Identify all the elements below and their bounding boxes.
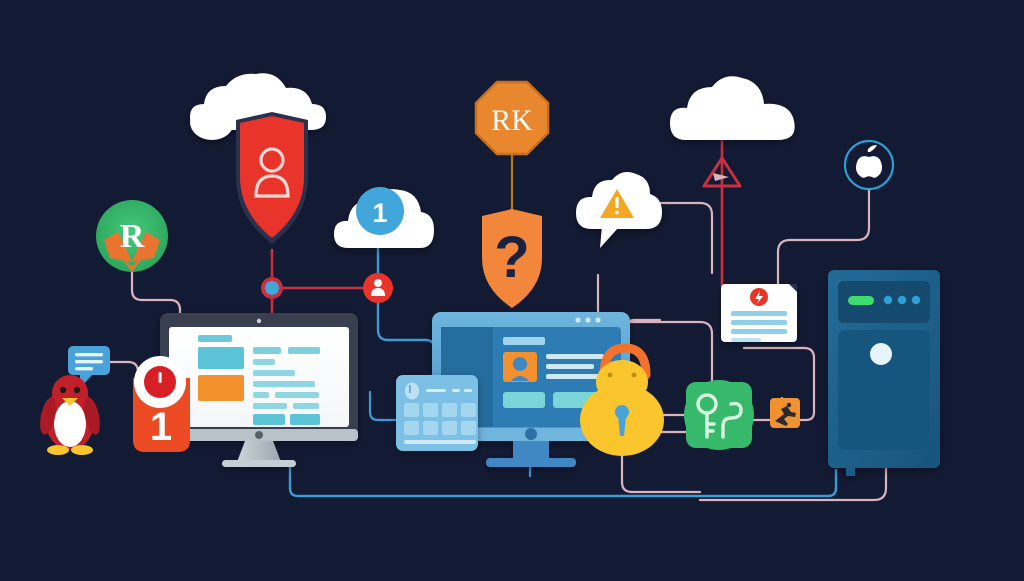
firefox-badge-node[interactable]: R (96, 200, 168, 272)
alert-triangle-marker[interactable] (702, 156, 742, 188)
keypad-device[interactable] (396, 375, 478, 451)
question-shield-body (482, 209, 542, 308)
padlock-keyhole-icon (615, 405, 629, 436)
user-node-person-icon (371, 279, 385, 296)
penguin-wing-left (40, 397, 56, 435)
clock-task-badge[interactable]: 1 (133, 356, 190, 452)
rk-octagon (474, 80, 550, 156)
penguin-eye-right (73, 386, 81, 394)
alert-triangle-outline (702, 156, 742, 188)
left-monitor-content (198, 335, 320, 425)
left-monitor-webcam (256, 318, 262, 324)
server-tower[interactable] (828, 270, 940, 476)
exit-badge-node[interactable] (770, 398, 800, 428)
server-led-1 (883, 295, 893, 305)
hub-node[interactable] (261, 277, 283, 299)
server-power-button (870, 343, 892, 365)
firefox-letter: R (120, 218, 145, 255)
shield-cloud-icon (190, 73, 326, 140)
server-top-panel (838, 281, 930, 323)
counter-badge (356, 187, 404, 235)
left-monitor[interactable] (160, 313, 358, 467)
cloud-shield-node[interactable] (190, 73, 326, 244)
penguin-wing-right (84, 397, 100, 435)
running-person-icon (775, 402, 796, 426)
counter-value: 1 (372, 198, 387, 228)
clock-badge-count: 1 (150, 405, 172, 449)
left-monitor-screen (169, 327, 349, 427)
apple-badge-node[interactable] (843, 139, 895, 191)
penguin-head (52, 375, 88, 411)
penguin-foot-left (47, 445, 69, 455)
padlock-dot-right (631, 372, 637, 378)
server-led-active (848, 296, 874, 305)
warning-bubble-node[interactable] (576, 172, 662, 248)
left-monitor-stand (237, 441, 281, 462)
question-shield-mark: ? (494, 225, 529, 290)
keys-icon (696, 393, 743, 439)
connector-firefox-to-monitor (130, 270, 182, 332)
padlock-shackle (599, 343, 651, 380)
left-monitor-base (222, 460, 296, 467)
left-monitor-power-dot (255, 431, 263, 439)
server-led-3 (911, 295, 921, 305)
keypad-status-light (405, 382, 419, 400)
user-icon (254, 147, 290, 198)
rk-badge-node[interactable]: RK (474, 80, 550, 156)
padlock-node[interactable] (580, 343, 664, 456)
right-monitor-window-dots (575, 317, 601, 323)
firefox-tail-right (132, 232, 160, 262)
connector-padlock-down (620, 453, 702, 494)
keyring-circle (684, 380, 754, 450)
question-shield-node[interactable]: ? (482, 209, 542, 308)
penguin-eye-left (59, 386, 67, 394)
keypad-keys[interactable] (404, 403, 476, 435)
keyring-node[interactable] (684, 380, 754, 450)
penguin-belly (54, 401, 86, 447)
right-monitor-base (486, 458, 576, 467)
server-cable-stub (846, 468, 855, 476)
clock-badge-hand (158, 372, 162, 383)
server-front-panel (838, 330, 930, 450)
right-monitor-stand (513, 441, 549, 461)
public-cloud-shape (670, 76, 795, 140)
penguin-beak (62, 398, 78, 406)
connector-keypad-up (368, 390, 400, 422)
document-card[interactable] (721, 284, 797, 342)
penguin-mascot[interactable] (37, 375, 103, 455)
connector-server-to-bus (698, 466, 888, 502)
server-led-2 (897, 295, 907, 305)
document-alert-bolt-icon (755, 291, 763, 304)
rk-label: RK (491, 104, 533, 137)
connector-apple-to-document (776, 188, 871, 288)
keypad-footer-bar (404, 440, 476, 444)
padlock-dot-left (607, 372, 613, 378)
right-monitor-power-dot (525, 428, 537, 440)
firefox-tail-center (120, 256, 144, 272)
connector-bottom-blue-bus (288, 463, 838, 498)
firefox-tail-left (104, 232, 132, 262)
document-card-corner (789, 284, 797, 292)
user-account-node[interactable] (363, 273, 393, 303)
connector-warning-frame (643, 201, 714, 275)
penguin-foot-right (71, 445, 93, 455)
right-monitor-content (503, 337, 604, 408)
hub-inner-dot (265, 281, 279, 295)
cloud-counter-node[interactable]: 1 (334, 187, 434, 248)
connector-exit-up (742, 346, 816, 422)
apple-icon (856, 145, 882, 178)
alert-triangle-glyph (713, 173, 729, 181)
public-cloud-node[interactable] (670, 76, 795, 140)
